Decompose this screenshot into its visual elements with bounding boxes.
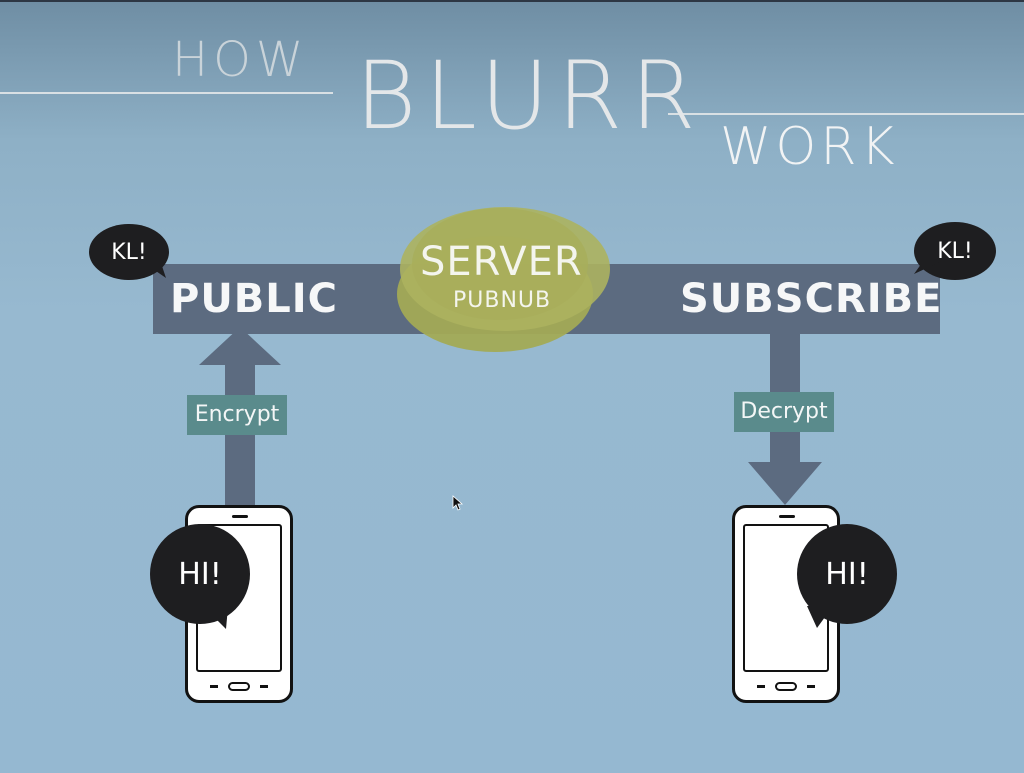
bubble-left-phone: HI! bbox=[150, 524, 250, 624]
phone-home-button bbox=[228, 682, 250, 691]
bubble-left-phone-text: HI! bbox=[178, 556, 222, 592]
phone-back-button bbox=[757, 685, 765, 688]
title-line-left bbox=[0, 92, 333, 94]
subscribe-label: SUBSCRIBE bbox=[680, 276, 943, 322]
title-work: WORK bbox=[720, 117, 899, 177]
phone-home-button bbox=[775, 682, 797, 691]
decrypt-tag: Decrypt bbox=[734, 392, 834, 432]
server-subtitle: PUBNUB bbox=[453, 288, 552, 313]
public-label: PUBLIC bbox=[170, 276, 339, 322]
mouse-cursor-icon bbox=[452, 495, 464, 511]
title-brand: BLURR bbox=[355, 42, 704, 151]
phone-back-button bbox=[210, 685, 218, 688]
bubble-right-phone-text: HI! bbox=[825, 556, 869, 592]
bubble-right-top-tail bbox=[914, 260, 944, 274]
phone-speaker bbox=[779, 515, 795, 518]
bubble-right-top-text: KL! bbox=[937, 238, 973, 264]
server-title: SERVER bbox=[420, 239, 583, 285]
phone-menu-button bbox=[260, 685, 268, 688]
bubble-left-phone-tail bbox=[204, 607, 228, 629]
bubble-right-phone-tail bbox=[807, 606, 833, 628]
server-blob bbox=[397, 207, 610, 352]
encrypt-tag: Encrypt bbox=[187, 395, 287, 435]
phone-speaker bbox=[232, 515, 248, 518]
bubble-left-top-tail bbox=[140, 260, 166, 278]
phone-menu-button bbox=[807, 685, 815, 688]
title-line-right bbox=[668, 113, 1024, 115]
bubble-right-top: KL! bbox=[914, 222, 996, 280]
title-how: HOW bbox=[172, 32, 309, 88]
